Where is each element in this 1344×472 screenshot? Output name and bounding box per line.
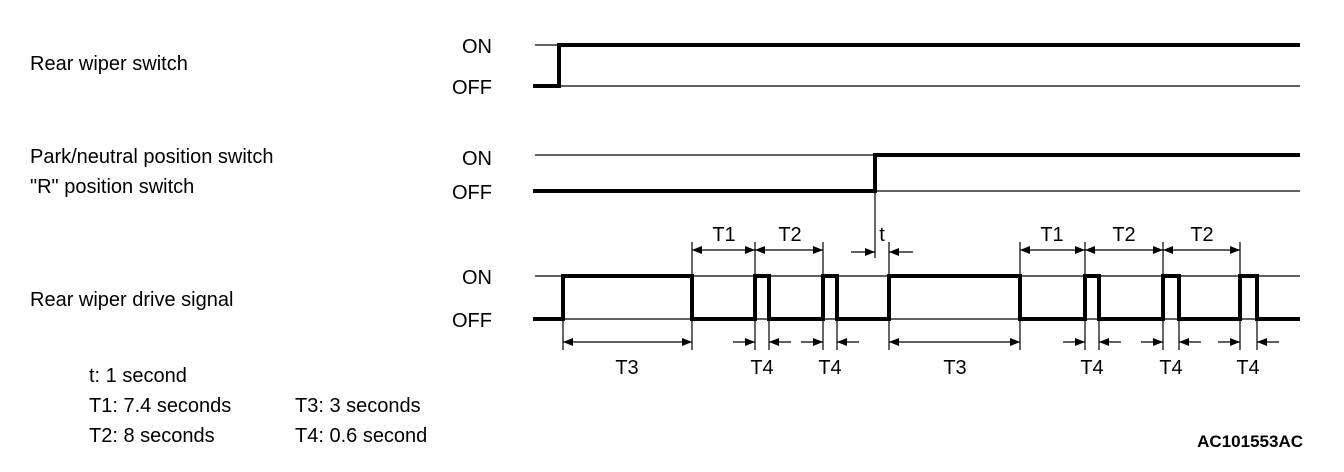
t4-interval-label-1: T4 — [750, 357, 773, 379]
park-neutral-switch-off-label: OFF — [452, 182, 492, 204]
legend-t2: T2: 8 seconds — [89, 425, 215, 447]
lower-extension-lines — [562, 319, 1258, 350]
t1-interval-label-2: T1 — [1040, 224, 1063, 246]
t2-interval-label-3: T2 — [1190, 224, 1213, 246]
rear-wiper-drive-on-label: ON — [462, 267, 492, 289]
park-neutral-switch-waveform — [533, 153, 1300, 193]
legend-t4: T4: 0.6 second — [295, 425, 427, 447]
t1-interval-label: T1 — [712, 224, 735, 246]
t4-interval-label-4: T4 — [1159, 357, 1182, 379]
t3-interval-label: T3 — [615, 357, 638, 379]
legend-t3: T3: 3 seconds — [295, 395, 421, 417]
figure-code: AC101553AC — [1197, 432, 1303, 451]
rear-wiper-drive-waveform — [533, 274, 1300, 321]
park-neutral-switch-label: Park/neutral position switch — [30, 146, 273, 168]
rear-wiper-switch-on-label: ON — [462, 36, 492, 58]
r-position-switch-label: "R" position switch — [30, 176, 194, 198]
rear-wiper-drive-signal-label: Rear wiper drive signal — [30, 289, 233, 311]
t2-interval-label: T2 — [778, 224, 801, 246]
park-neutral-switch-on-label: ON — [462, 148, 492, 170]
upper-extension-lines — [691, 191, 1241, 276]
rear-wiper-switch-waveform — [533, 43, 1300, 88]
t4-interval-label-5: T4 — [1236, 357, 1259, 379]
rear-wiper-switch-off-label: OFF — [452, 77, 492, 99]
rear-wiper-drive-off-label: OFF — [452, 310, 492, 332]
t-interval-label: t — [879, 224, 885, 246]
t4-interval-label-3: T4 — [1080, 357, 1103, 379]
legend-t1: T1: 7.4 seconds — [89, 395, 231, 417]
t4-interval-label-2: T4 — [818, 357, 841, 379]
t3-interval-label-2: T3 — [943, 357, 966, 379]
rear-wiper-switch-label: Rear wiper switch — [30, 53, 188, 75]
t2-interval-label-2: T2 — [1112, 224, 1135, 246]
legend-t: t: 1 second — [89, 365, 187, 387]
